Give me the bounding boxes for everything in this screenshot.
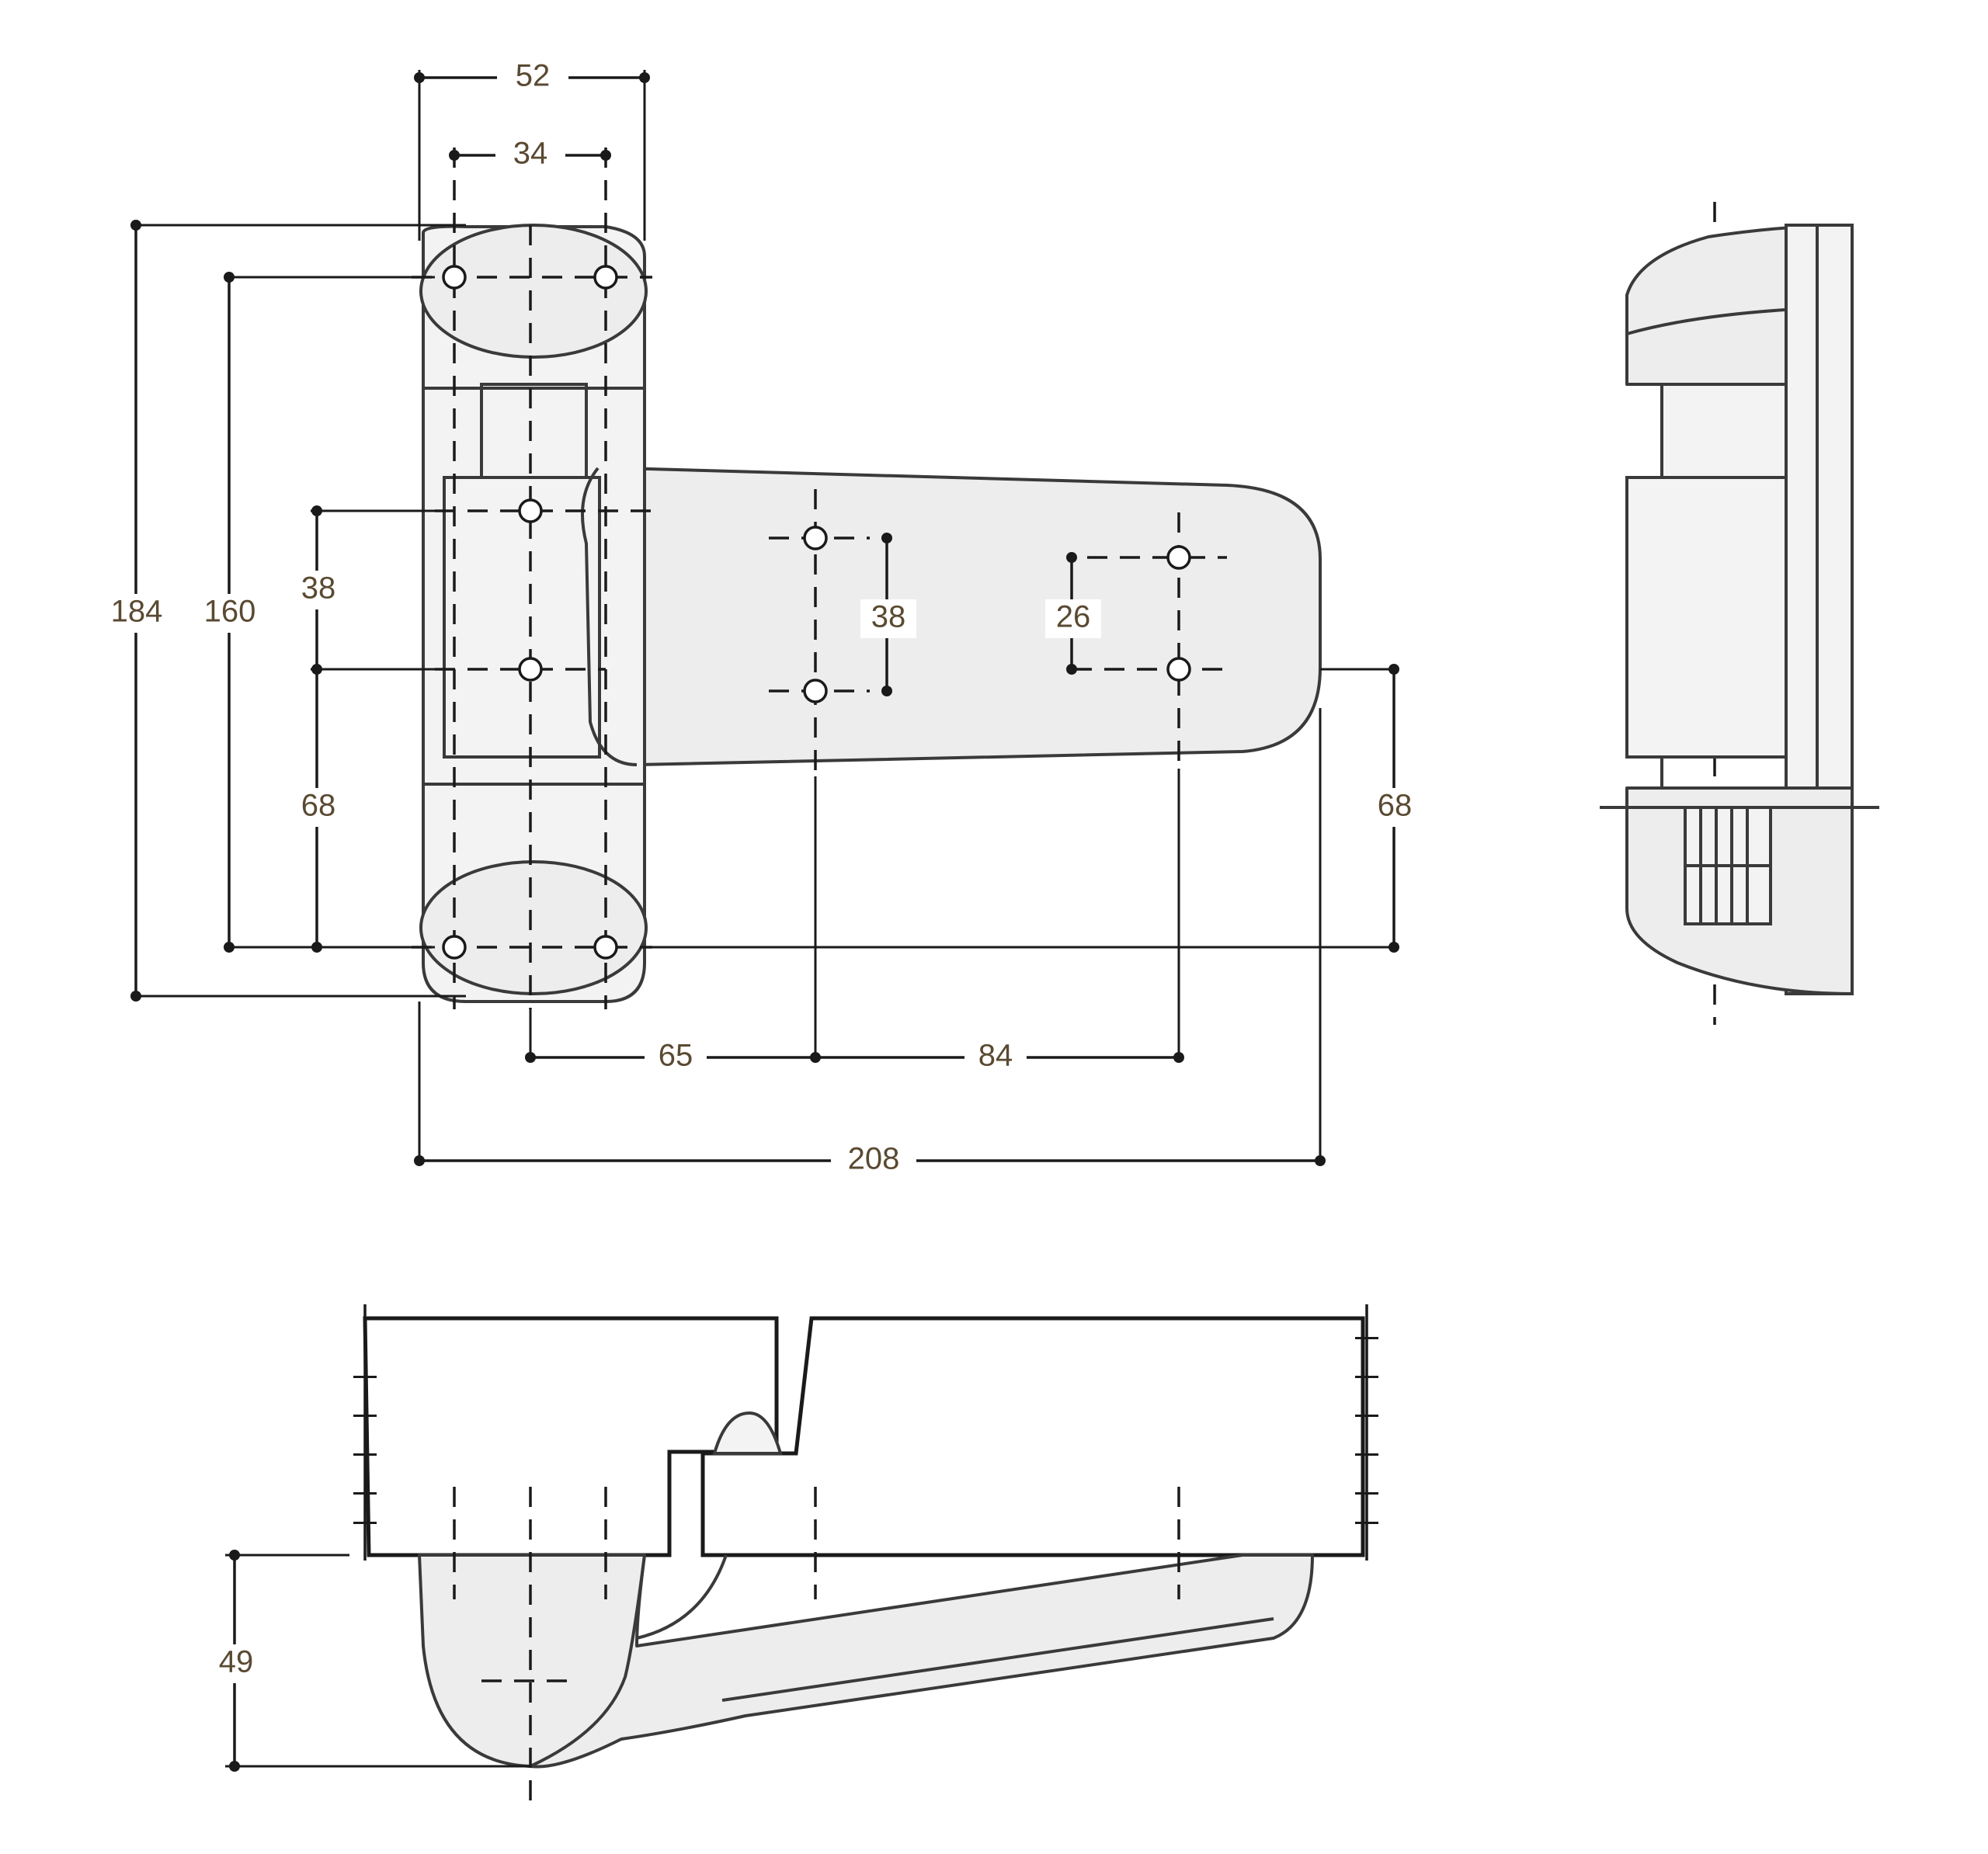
pin-hole xyxy=(518,498,543,523)
dim-axis-to-leaf-hole: 65 xyxy=(659,1039,693,1073)
leaf-hole xyxy=(803,526,828,550)
top-view: 49 xyxy=(208,1304,1378,1801)
leaf-hole xyxy=(803,679,828,703)
mount-hole xyxy=(442,935,467,960)
dim-overall-length: 208 xyxy=(848,1142,900,1176)
dim-leaf-hole-distance: 84 xyxy=(978,1039,1013,1073)
dim-leaf-hole-spacing-1: 38 xyxy=(871,600,906,634)
dim-leaf-hole-spacing-2: 26 xyxy=(1056,600,1091,634)
top-lug xyxy=(419,224,648,359)
dim-pin-to-bottom-hole: 68 xyxy=(301,789,336,823)
side-pin-lower xyxy=(1625,476,1788,759)
dim-hole-spacing-top: 34 xyxy=(513,137,548,171)
side-view xyxy=(1600,202,1879,1025)
hinge-leaf xyxy=(596,467,1322,766)
frame-right xyxy=(700,1316,1365,1557)
dim-right-offset: 68 xyxy=(1378,789,1413,823)
mount-hole xyxy=(593,265,618,290)
pin-hole xyxy=(518,657,543,682)
mount-hole xyxy=(442,265,467,290)
pin-seat xyxy=(712,1411,783,1455)
top-hinge-body xyxy=(418,1554,1314,1769)
frame-left xyxy=(363,1316,779,1557)
dim-overall-width-top: 52 xyxy=(516,59,551,93)
dim-projection-depth: 49 xyxy=(219,1645,254,1679)
dim-overall-height: 184 xyxy=(111,595,163,629)
leaf-hole xyxy=(1166,657,1191,682)
pin-collar-top xyxy=(480,383,588,479)
dim-mount-hole-height: 160 xyxy=(204,595,256,629)
front-view: 52 34 184 160 38 68 38 26 xyxy=(101,58,1423,1180)
bottom-lug xyxy=(419,860,648,995)
dim-pin-hole-spacing: 38 xyxy=(301,571,336,606)
leaf-hole xyxy=(1166,545,1191,570)
mount-hole xyxy=(593,935,618,960)
side-pin-upper xyxy=(1660,383,1788,479)
